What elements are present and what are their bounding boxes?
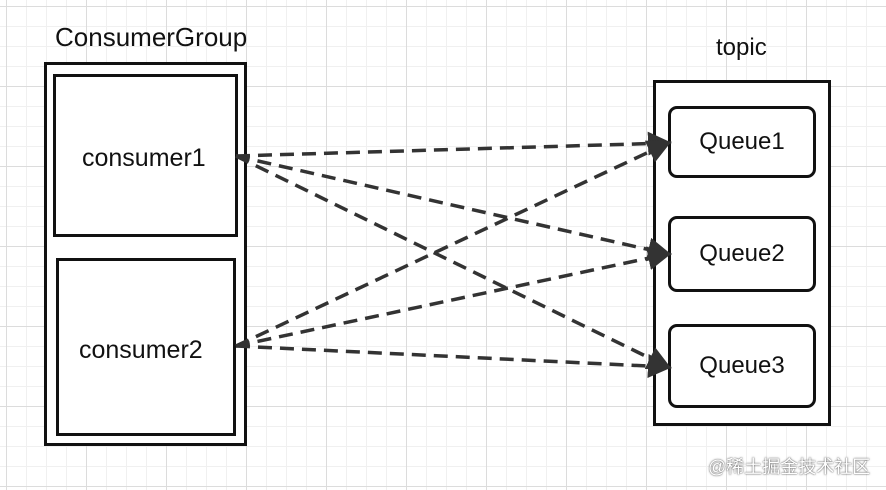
edge-consumer1-to-queue3 <box>235 154 672 370</box>
consumer-group-title: ConsumerGroup <box>55 22 248 52</box>
queue2-box: Queue2 <box>668 216 816 292</box>
consumer1-label: consumer1 <box>82 144 206 172</box>
queue3-label: Queue3 <box>699 352 785 379</box>
watermark: @稀土掘金技术社区 <box>708 457 871 477</box>
edge-consumer2-to-queue1 <box>235 140 672 348</box>
edge-consumer2-to-queue3 <box>235 344 672 379</box>
edge-consumer2-to-queue2 <box>235 246 672 348</box>
queue3-box: Queue3 <box>668 324 816 408</box>
queue1-label: Queue1 <box>699 128 785 155</box>
queue2-label: Queue2 <box>699 240 785 267</box>
queue1-box: Queue1 <box>668 106 816 178</box>
topic-title: topic <box>716 34 767 61</box>
consumer2-box <box>56 258 236 436</box>
edge-consumer1-to-queue1 <box>235 131 672 158</box>
consumer2-label: consumer2 <box>79 336 203 364</box>
edge-consumer1-to-queue2 <box>235 154 672 262</box>
consumer1-box <box>53 74 238 237</box>
